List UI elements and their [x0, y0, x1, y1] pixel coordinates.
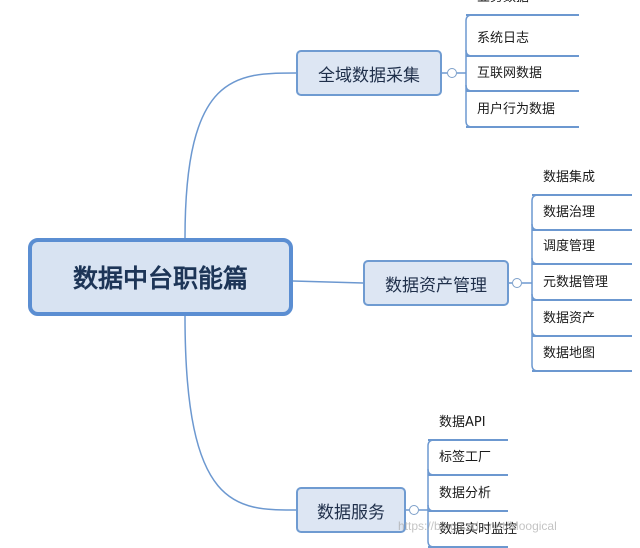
branch-topic-data-collection[interactable]: 全域数据采集 — [296, 50, 442, 96]
leaf-topic[interactable]: 标签工厂 — [428, 442, 508, 476]
leaf-topic[interactable]: 用户行为数据 — [466, 94, 579, 128]
leaf-topic[interactable]: 调度管理 — [532, 231, 632, 265]
collapse-toggle-icon[interactable] — [409, 505, 419, 515]
collapse-toggle-icon[interactable] — [512, 278, 522, 288]
leaf-topic[interactable]: 数据集成 — [532, 162, 632, 196]
leaf-topic[interactable]: 数据资产 — [532, 303, 632, 337]
leaf-topic[interactable]: 互联网数据 — [466, 58, 579, 92]
collapse-toggle-icon[interactable] — [447, 68, 457, 78]
branch-connector — [292, 280, 364, 284]
branch-topic-data-service[interactable]: 数据服务 — [296, 487, 406, 533]
leaf-topic[interactable]: 系统日志 — [466, 23, 579, 57]
leaf-topic[interactable]: 元数据管理 — [532, 267, 632, 301]
branch-connector — [184, 315, 297, 511]
leaf-topic[interactable]: 数据分析 — [428, 478, 508, 512]
leaf-topic[interactable]: 数据地图 — [532, 338, 632, 372]
root-topic[interactable]: 数据中台职能篇 — [28, 238, 293, 316]
leaf-topic[interactable]: 数据实时监控 — [428, 514, 517, 548]
watermark-text: https://blog.csdn.net/Moogical — [398, 519, 557, 533]
branch-connector — [184, 72, 297, 239]
leaf-topic[interactable]: 业务数据 — [466, 0, 579, 16]
branch-topic-data-asset-management[interactable]: 数据资产管理 — [363, 260, 509, 306]
leaf-topic[interactable]: 数据API — [428, 407, 508, 441]
leaf-topic[interactable]: 数据治理 — [532, 197, 632, 231]
